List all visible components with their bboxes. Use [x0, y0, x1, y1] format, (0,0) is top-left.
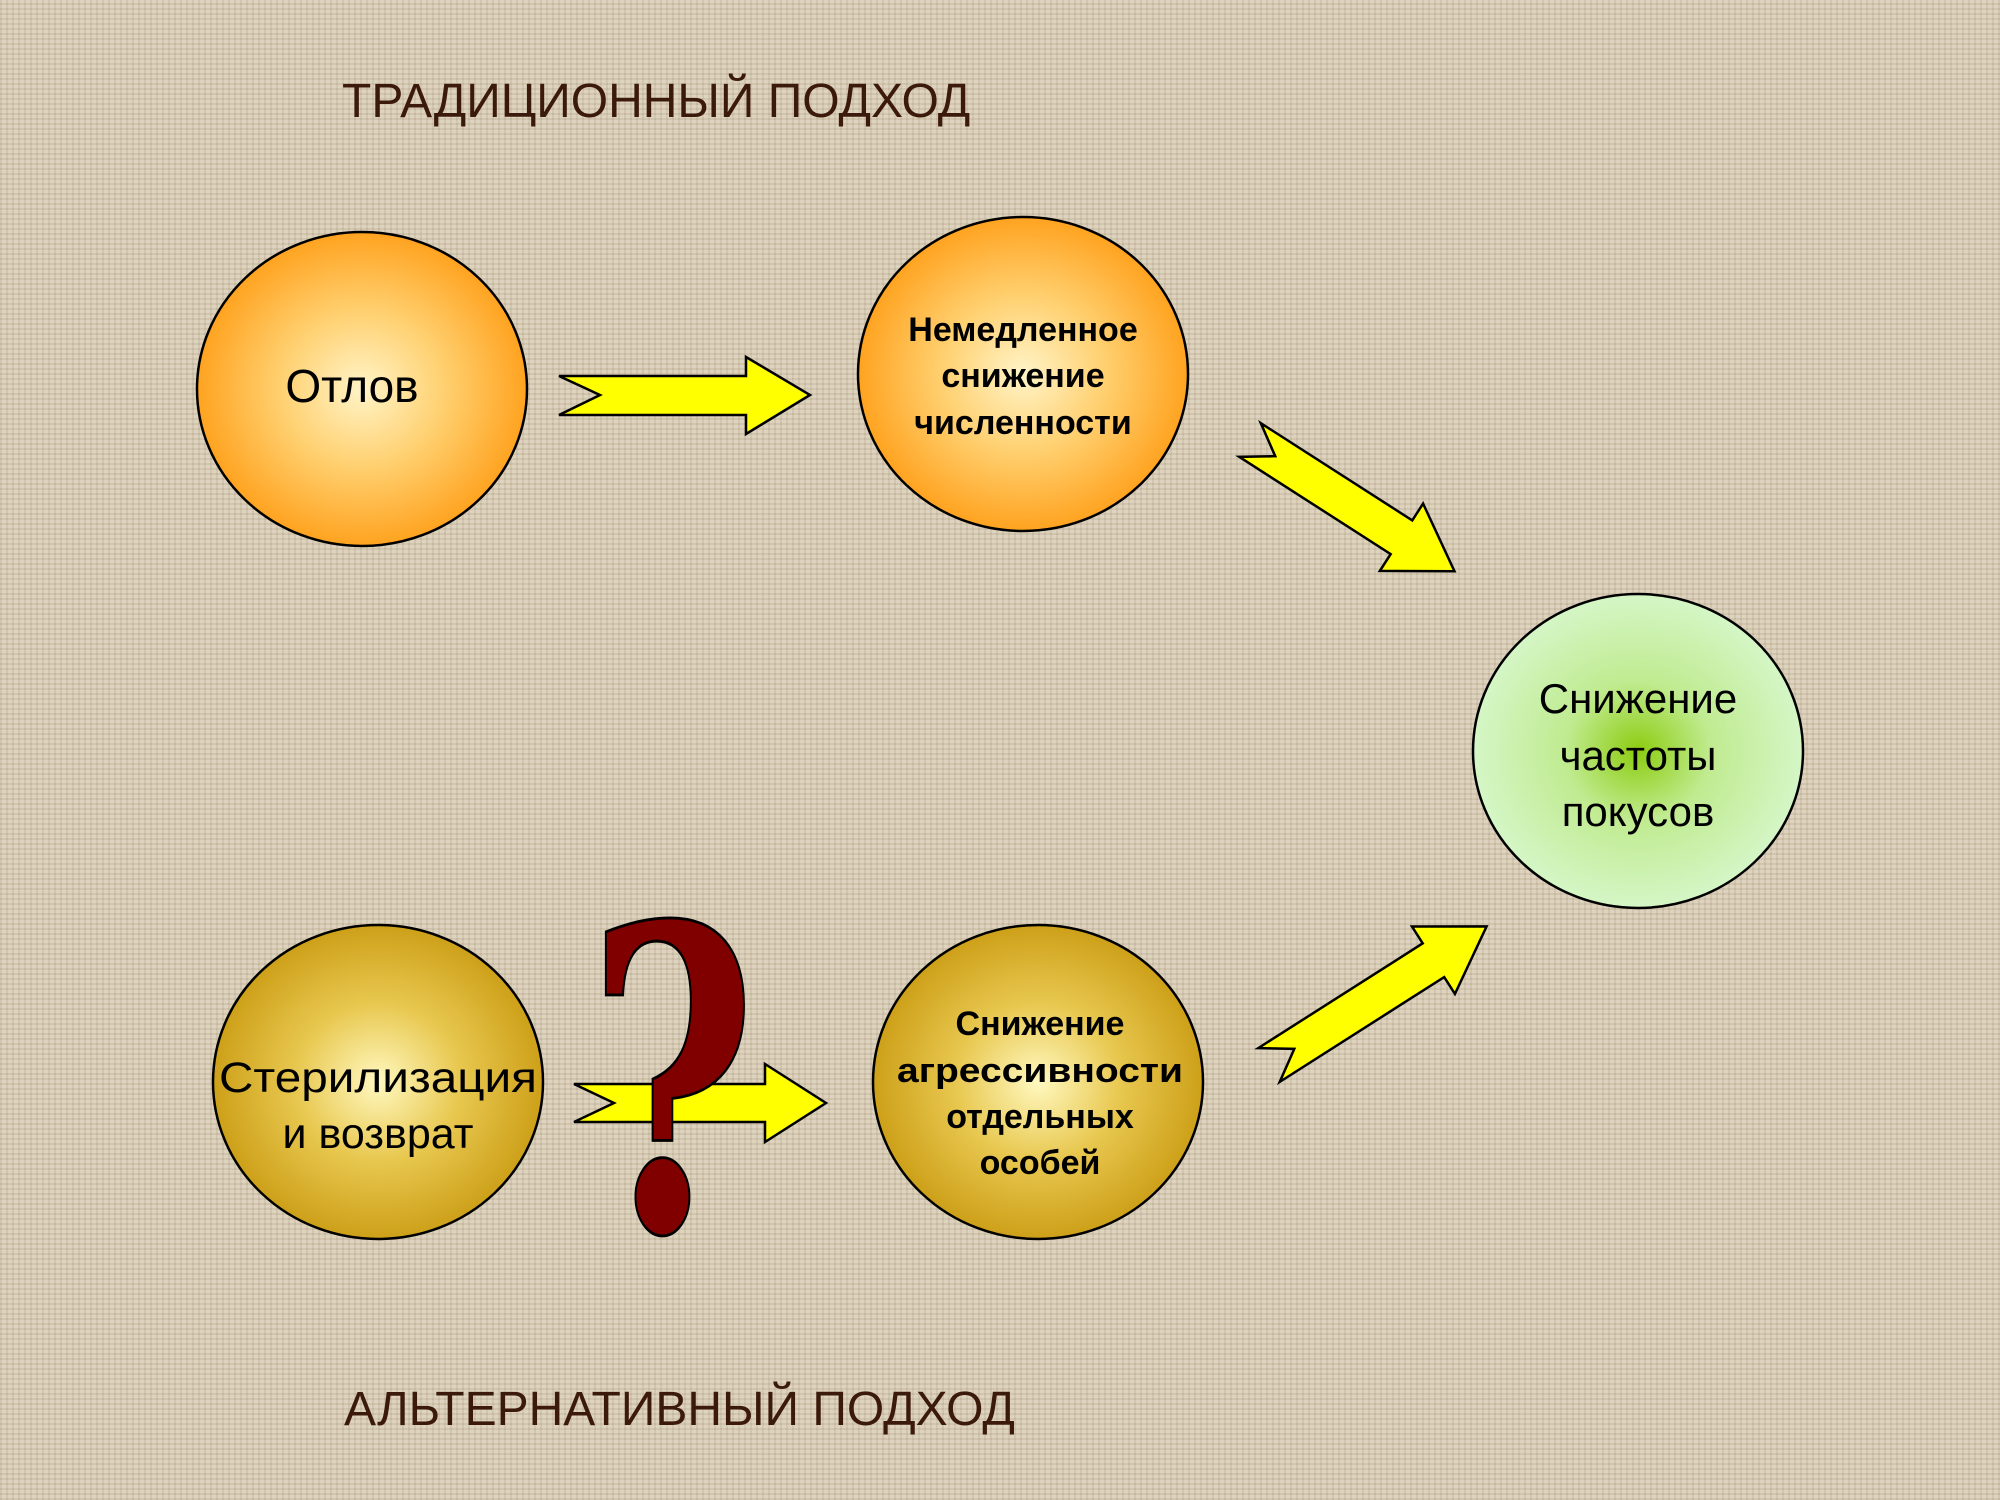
node-sterilization: Стерилизация и возврат	[211, 923, 545, 1241]
node-immediate-reduction: Немедленное снижение численности	[856, 215, 1190, 533]
node-sterilization-line-2: и возврат	[283, 1110, 474, 1158]
arrow-catching-to-reduction	[558, 354, 813, 437]
arrow-sterilization-to-aggression	[573, 1061, 829, 1145]
node-bite-reduction-line-2: частоты	[1560, 732, 1717, 779]
node-catching-label: Отлов	[285, 360, 418, 412]
arrow-reduction-to-bites	[1235, 419, 1457, 573]
node-sterilization-line-1: Стерилизация	[219, 1054, 537, 1102]
node-aggression-reduction-line-3: отдельных	[946, 1098, 1134, 1136]
node-aggression-reduction-line-4: особей	[980, 1144, 1101, 1182]
node-aggression-reduction-line-2: агрессивности	[897, 1052, 1183, 1090]
arrow-aggression-to-bites	[1254, 925, 1489, 1086]
node-aggression-reduction-line-1: Снижение	[956, 1005, 1125, 1043]
node-aggression-reduction: Снижение агрессивности отдельных особей	[871, 923, 1205, 1241]
traditional-approach-title: ТРАДИЦИОННЫЙ ПОДХОД	[342, 73, 970, 128]
node-catching: Отлов	[195, 230, 529, 548]
node-immediate-reduction-line-1: Немедленное	[908, 311, 1137, 349]
node-bite-reduction-line-1: Снижение	[1539, 675, 1737, 722]
question-mark-icon: ?	[587, 837, 757, 1331]
node-immediate-reduction-line-3: численности	[914, 404, 1131, 442]
alternative-approach-title: АЛЬТЕРНАТИВНЫЙ ПОДХОД	[344, 1381, 1015, 1436]
node-bite-reduction-line-3: покусов	[1562, 788, 1715, 835]
node-bite-reduction: Снижение частоты покусов	[1471, 592, 1805, 910]
node-immediate-reduction-line-2: снижение	[941, 357, 1104, 395]
